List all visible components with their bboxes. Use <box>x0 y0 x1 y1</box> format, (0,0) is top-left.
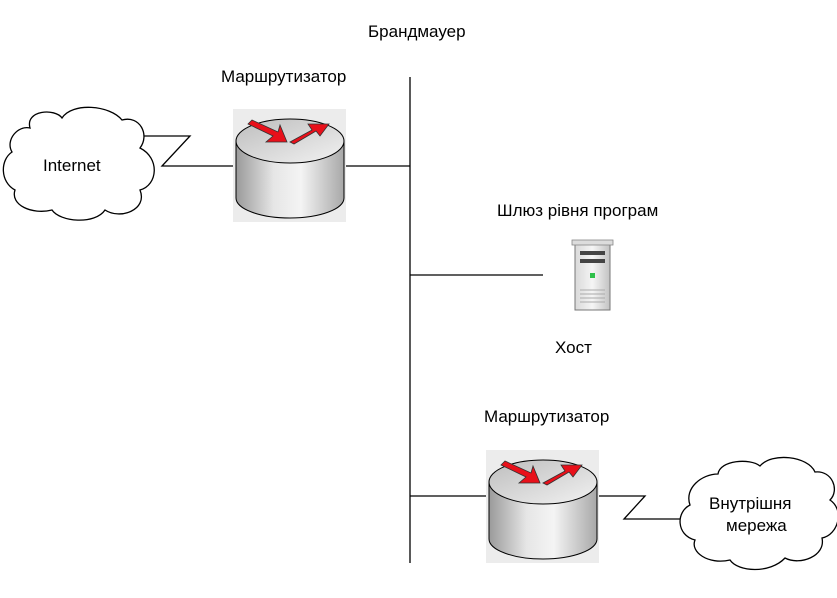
gateway-label: Шлюз рівня програм <box>497 201 659 220</box>
cloud-icon <box>2 106 155 221</box>
cloud-icon <box>679 456 837 571</box>
host-label: Хост <box>555 338 592 357</box>
router-icon <box>233 109 346 222</box>
router-top-label: Маршрутизатор <box>221 67 347 86</box>
link-internet-router <box>130 135 236 167</box>
server-icon <box>571 239 614 311</box>
router-bottom-label: Маршрутизатор <box>484 407 610 426</box>
internal-network-label-line2: мережа <box>726 516 787 535</box>
internet-label: Internet <box>43 156 101 175</box>
internal-network-label-line1: Внутрішня <box>709 494 792 513</box>
router-icon <box>486 450 599 563</box>
link-router-internal <box>598 495 688 520</box>
firewall-label: Брандмауер <box>368 22 466 41</box>
